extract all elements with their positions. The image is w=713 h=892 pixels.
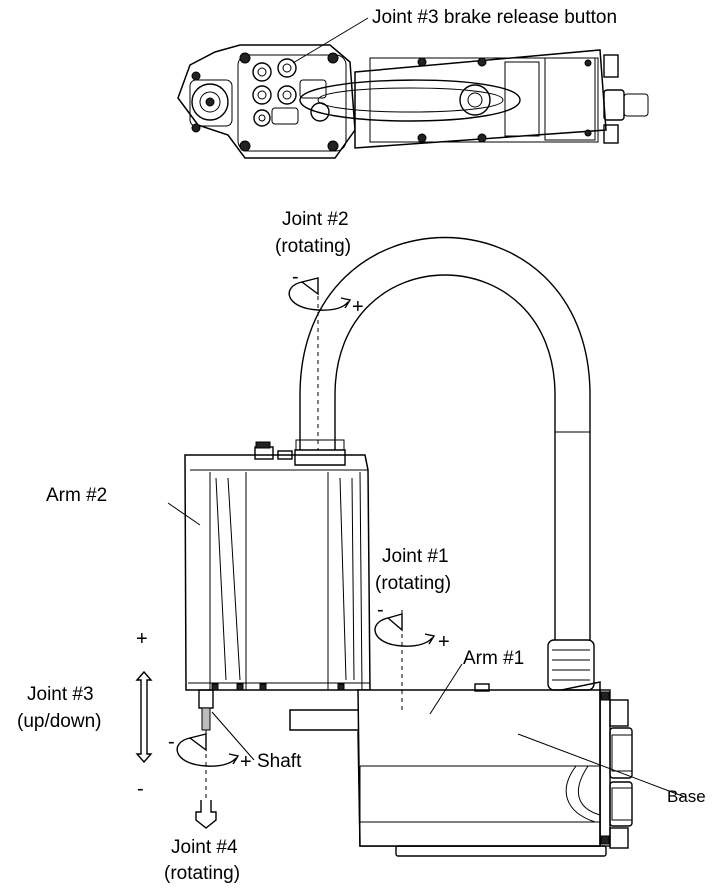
joint3-plus: +: [136, 628, 148, 650]
arm1-label: Arm #1: [463, 648, 524, 669]
brake-release-button: [277, 58, 297, 78]
shaft-leader: [211, 711, 255, 761]
side-view: [184, 237, 633, 857]
brake-release-label: Joint #3 brake release button: [372, 7, 617, 28]
arm2-leader: [167, 502, 201, 526]
shaft-body: [198, 689, 214, 709]
arm2-label: Arm #2: [46, 485, 107, 506]
joint3-updown-arrow-icon: [135, 670, 153, 764]
joint1-minus: -: [377, 599, 384, 621]
base-leader: [517, 733, 686, 798]
joint2-sublabel: (rotating): [275, 236, 351, 257]
joint4-plus: +: [240, 751, 252, 773]
top-view: [177, 44, 649, 159]
joint1-label: Joint #1: [382, 546, 449, 567]
base-label: Base: [667, 787, 706, 806]
joint2-label: Joint #2: [282, 209, 349, 230]
joint4-sublabel: (rotating): [164, 863, 240, 884]
arm1-leader: [429, 663, 463, 715]
joint2-rotation-arrow-icon: [288, 277, 352, 311]
joint4-minus: -: [168, 731, 175, 753]
brake-release-leader: [292, 17, 369, 64]
joint3-label: Joint #3: [27, 684, 94, 705]
joint4-label: Joint #4: [171, 837, 238, 858]
motor-cap-top: [191, 83, 229, 121]
joint3-sublabel: (up/down): [17, 711, 102, 732]
tool-end-icon: [195, 800, 217, 829]
joint2-plus: +: [352, 296, 364, 318]
joint3-minus: -: [137, 778, 144, 800]
cable-duct: [299, 237, 591, 640]
arm2-body: [184, 454, 371, 691]
joint2-minus: -: [292, 266, 299, 288]
joint1-sublabel: (rotating): [375, 573, 451, 594]
joint4-rotation-arrow-icon: [176, 733, 240, 767]
joint1-plus: +: [438, 631, 450, 653]
shaft-label: Shaft: [257, 751, 302, 772]
joint1-rotation-arrow-icon: [374, 613, 436, 647]
